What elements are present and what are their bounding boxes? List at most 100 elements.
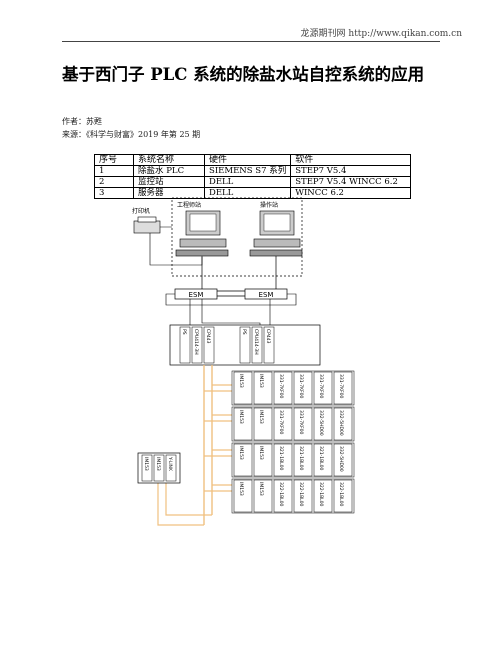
io-station xyxy=(231,406,355,442)
station-enclosure xyxy=(171,197,303,277)
io-module xyxy=(293,371,313,405)
rack-module-label: CP443 xyxy=(205,329,211,344)
header-divider xyxy=(62,41,440,42)
io-module xyxy=(273,443,293,477)
io-module xyxy=(293,407,313,441)
io-module-label: 331-7KF00 xyxy=(278,410,284,434)
esm-label-right: ESM xyxy=(259,291,274,299)
io-module-label: IM153 xyxy=(238,410,244,424)
esm-label-left: ESM xyxy=(189,291,204,299)
remote-module-label: Y-LINK xyxy=(167,456,173,472)
io-module xyxy=(253,371,273,405)
article-title: 基于西门子 PLC 系统的除盐水站自控系统的应用 xyxy=(62,65,425,84)
io-module xyxy=(293,443,313,477)
io-module-label: 322-1BL00 xyxy=(318,482,324,507)
io-module xyxy=(253,479,273,513)
page-header: 龙源期刊网 http://www.qikan.com.cn xyxy=(300,29,462,39)
station-esm-links xyxy=(201,256,277,289)
io-module-label: 331-7KF00 xyxy=(298,410,304,434)
io-module-label: 322-1BL00 xyxy=(338,482,344,507)
rack-module xyxy=(203,326,215,364)
system-config-table: 序号 系统名称 硬件 软件 1 除盐水 PLC SIEMENS S7 系列 ST… xyxy=(94,154,411,199)
io-module-label: IM153 xyxy=(238,482,244,496)
esm-ring-loop xyxy=(165,293,297,306)
table-cell: 3 xyxy=(94,187,134,199)
io-module xyxy=(333,371,353,405)
io-module xyxy=(273,407,293,441)
remote-module xyxy=(165,454,177,482)
io-module-label: 331-7KF00 xyxy=(278,374,284,398)
engineer-station-label: 工程师站 xyxy=(177,201,201,209)
article-author: 作者：苏甦 xyxy=(62,117,102,126)
io-module-label: IM153 xyxy=(258,374,264,388)
remote-module xyxy=(153,454,165,482)
io-module-label: 322-1BL00 xyxy=(278,482,284,507)
io-module-label: 331-7KF00 xyxy=(318,374,324,398)
table-cell: SIEMENS S7 系列 xyxy=(203,165,292,177)
table-cell: 除盐水 PLC xyxy=(133,165,205,177)
io-module xyxy=(233,407,253,441)
io-module-label: 331-7KF00 xyxy=(298,374,304,398)
esm-rack-links xyxy=(189,299,271,325)
rack-module xyxy=(179,326,191,364)
io-module xyxy=(273,371,293,405)
table-header-cell: 系统名称 xyxy=(133,154,205,166)
rack-module xyxy=(251,326,263,364)
table-row: 3 服务器 DELL WINCC 6.2 xyxy=(94,187,411,199)
io-module xyxy=(333,443,353,477)
printer-icon xyxy=(133,216,161,234)
rack-module xyxy=(263,326,275,364)
io-module xyxy=(253,407,273,441)
table-cell: STEP7 V5.4 WINCC 6.2 xyxy=(290,176,411,188)
io-station xyxy=(231,478,355,514)
table-cell: DELL xyxy=(203,176,292,188)
esm-ring xyxy=(217,290,245,297)
fiber-remote xyxy=(157,470,212,526)
io-module xyxy=(333,479,353,513)
io-module xyxy=(313,407,333,441)
remote-module xyxy=(141,454,153,482)
io-module xyxy=(233,371,253,405)
table-row: 1 除盐水 PLC SIEMENS S7 系列 STEP7 V5.4 xyxy=(94,165,411,177)
remote-module-label: IM153 xyxy=(155,457,161,471)
rack-module-label: PS xyxy=(181,329,187,335)
remote-module-label: IM153 xyxy=(143,457,149,471)
table-cell: STEP7 V5.4 xyxy=(290,165,411,177)
io-module xyxy=(253,443,273,477)
table-header-cell: 硬件 xyxy=(203,154,292,166)
io-module xyxy=(273,479,293,513)
io-module xyxy=(313,479,333,513)
table-cell: 1 xyxy=(94,165,134,177)
table-row: 2 监控站 DELL STEP7 V5.4 WINCC 6.2 xyxy=(94,176,411,188)
rack-module xyxy=(239,326,251,364)
io-module-label: IM153 xyxy=(238,374,244,388)
operator-workstation-icon xyxy=(249,210,303,257)
io-module-label: 321-1BL00 xyxy=(318,446,324,471)
rack-module-label: CPU414-3H xyxy=(253,329,259,355)
operator-station-label: 操作站 xyxy=(260,201,278,209)
io-module xyxy=(233,479,253,513)
io-module-label: 321-1BL00 xyxy=(278,446,284,471)
io-module-label: 332-5HD00 xyxy=(338,410,344,436)
printer-label: 打印机 xyxy=(132,207,150,215)
fiber-branches xyxy=(204,384,232,492)
table-header-cell: 软件 xyxy=(290,154,411,166)
table-header-row: 序号 系统名称 硬件 软件 xyxy=(94,154,411,166)
table-cell: WINCC 6.2 xyxy=(290,187,411,199)
io-module xyxy=(333,407,353,441)
io-module-label: 332-5HD00 xyxy=(318,410,324,436)
rack-module xyxy=(191,326,203,364)
io-station xyxy=(231,370,355,406)
table-cell: 服务器 xyxy=(133,187,205,199)
io-module-label: IM153 xyxy=(258,482,264,496)
io-module-label: IM153 xyxy=(258,446,264,460)
io-module-label: IM153 xyxy=(258,410,264,424)
io-station xyxy=(231,442,355,478)
table-cell: 2 xyxy=(94,176,134,188)
io-module-label: IM153 xyxy=(238,446,244,460)
rack-module-label: CPU414-3H xyxy=(193,329,199,355)
engineer-workstation-icon xyxy=(175,210,229,257)
table-cell: DELL xyxy=(203,187,292,199)
io-module xyxy=(233,443,253,477)
